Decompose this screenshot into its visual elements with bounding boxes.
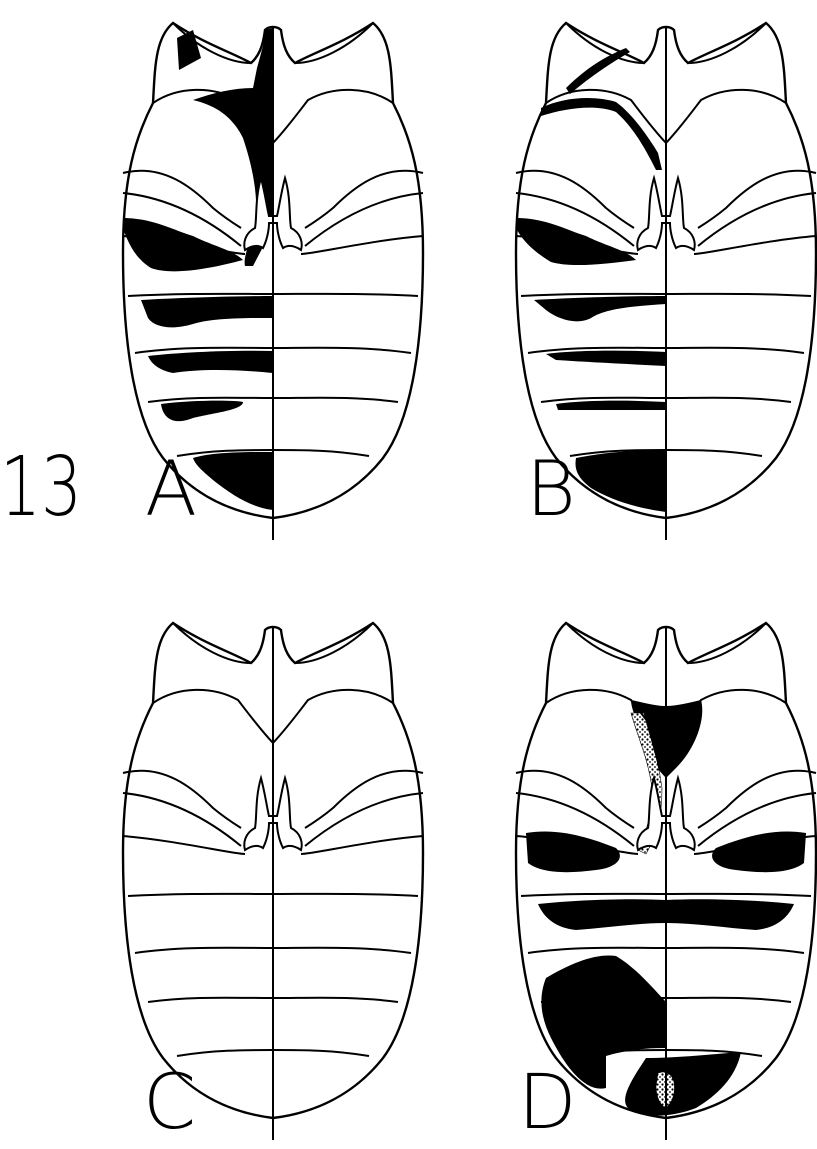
panel-a-label: A: [145, 444, 197, 533]
panel-c: C: [123, 623, 423, 1146]
panel-b-label: B: [526, 444, 576, 533]
panel-d: D: [516, 623, 816, 1146]
panel-a: A: [123, 23, 423, 540]
panel-d-label: D: [518, 1057, 577, 1146]
panel-c-label: C: [143, 1057, 196, 1146]
figure-number: 13: [0, 440, 82, 535]
panel-b: B: [516, 23, 816, 540]
figure-number-text: 13: [0, 440, 82, 535]
